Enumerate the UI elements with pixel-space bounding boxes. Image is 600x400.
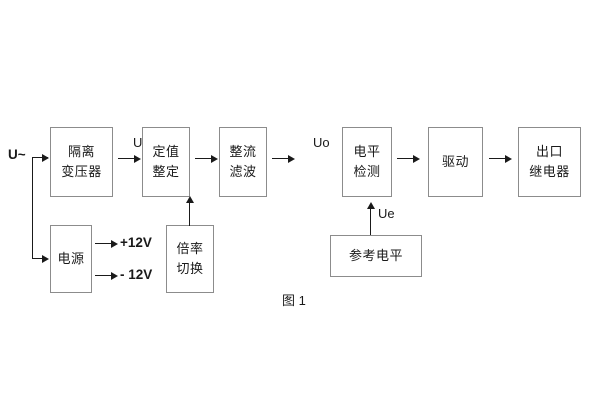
block-output-relay-line1: 出口 xyxy=(535,143,563,159)
block-level-detection-line1: 电平 xyxy=(353,143,381,159)
block-level-detection-line2: 检测 xyxy=(353,164,381,179)
rail-negative-label: - 12V xyxy=(120,267,153,282)
rail-negative-arrow-icon xyxy=(111,271,118,280)
source-branch-top-arrow-icon xyxy=(42,153,49,162)
block-rectify-filter-line1: 整流 xyxy=(229,143,257,159)
reference-to-level-line xyxy=(370,208,371,235)
block-level-detection[interactable]: 电平 检测 xyxy=(342,127,392,197)
block-multiplier-switch-line2: 切换 xyxy=(176,261,204,276)
ui-connector-line xyxy=(118,158,135,159)
block-setting-value-line1: 定值 xyxy=(152,143,180,159)
block-reference-level[interactable]: 参考电平 xyxy=(330,235,422,277)
block-driver-line1: 驱动 xyxy=(441,153,469,169)
level-to-driver-line xyxy=(397,158,414,159)
level-to-driver-arrow-icon xyxy=(413,154,420,163)
multiplier-to-setting-arrow-icon xyxy=(185,196,194,203)
block-isolation-transformer-line1: 隔离 xyxy=(67,143,95,159)
setting-to-rectify-arrow-icon xyxy=(211,154,218,163)
reference-to-level-arrow-icon xyxy=(366,202,375,209)
block-output-relay[interactable]: 出口 继电器 xyxy=(518,127,581,197)
input-source-label: U~ xyxy=(8,147,26,162)
setting-to-rectify-line xyxy=(195,158,212,159)
uo-connector-line xyxy=(272,158,289,159)
source-branch-bottom-line xyxy=(32,258,43,259)
block-multiplier-switch[interactable]: 倍率 切换 xyxy=(166,225,214,293)
rail-negative-line xyxy=(95,275,112,276)
driver-to-relay-line xyxy=(489,158,506,159)
rail-positive-arrow-icon xyxy=(111,239,118,248)
ui-connector-arrow-icon xyxy=(134,154,141,163)
driver-to-relay-arrow-icon xyxy=(505,154,512,163)
source-branch-bottom-arrow-icon xyxy=(42,254,49,263)
block-driver[interactable]: 驱动 xyxy=(428,127,483,197)
block-rectify-filter-line2: 滤波 xyxy=(229,164,257,179)
block-multiplier-switch-line1: 倍率 xyxy=(176,240,204,256)
block-setting-value[interactable]: 定值 整定 xyxy=(142,127,190,197)
block-power-supply[interactable]: 电源 xyxy=(50,225,92,293)
block-isolation-transformer-line2: 变压器 xyxy=(61,164,102,179)
signal-uo-label: Uo xyxy=(313,135,330,150)
source-bus-vertical-line xyxy=(32,157,33,258)
uo-connector-arrow-icon xyxy=(288,154,295,163)
figure-caption: 图 1 xyxy=(282,293,306,308)
block-setting-value-line2: 整定 xyxy=(152,164,180,179)
block-power-supply-line1: 电源 xyxy=(57,250,85,266)
signal-ue-label: Ue xyxy=(378,206,395,221)
rail-positive-line xyxy=(95,243,112,244)
block-rectify-filter[interactable]: 整流 滤波 xyxy=(219,127,267,197)
rail-positive-label: +12V xyxy=(120,235,152,250)
block-output-relay-line2: 继电器 xyxy=(529,164,570,179)
source-branch-top-line xyxy=(32,157,43,158)
block-reference-level-line1: 参考电平 xyxy=(348,247,403,263)
multiplier-to-setting-line xyxy=(189,202,190,226)
block-isolation-transformer[interactable]: 隔离 变压器 xyxy=(50,127,113,197)
